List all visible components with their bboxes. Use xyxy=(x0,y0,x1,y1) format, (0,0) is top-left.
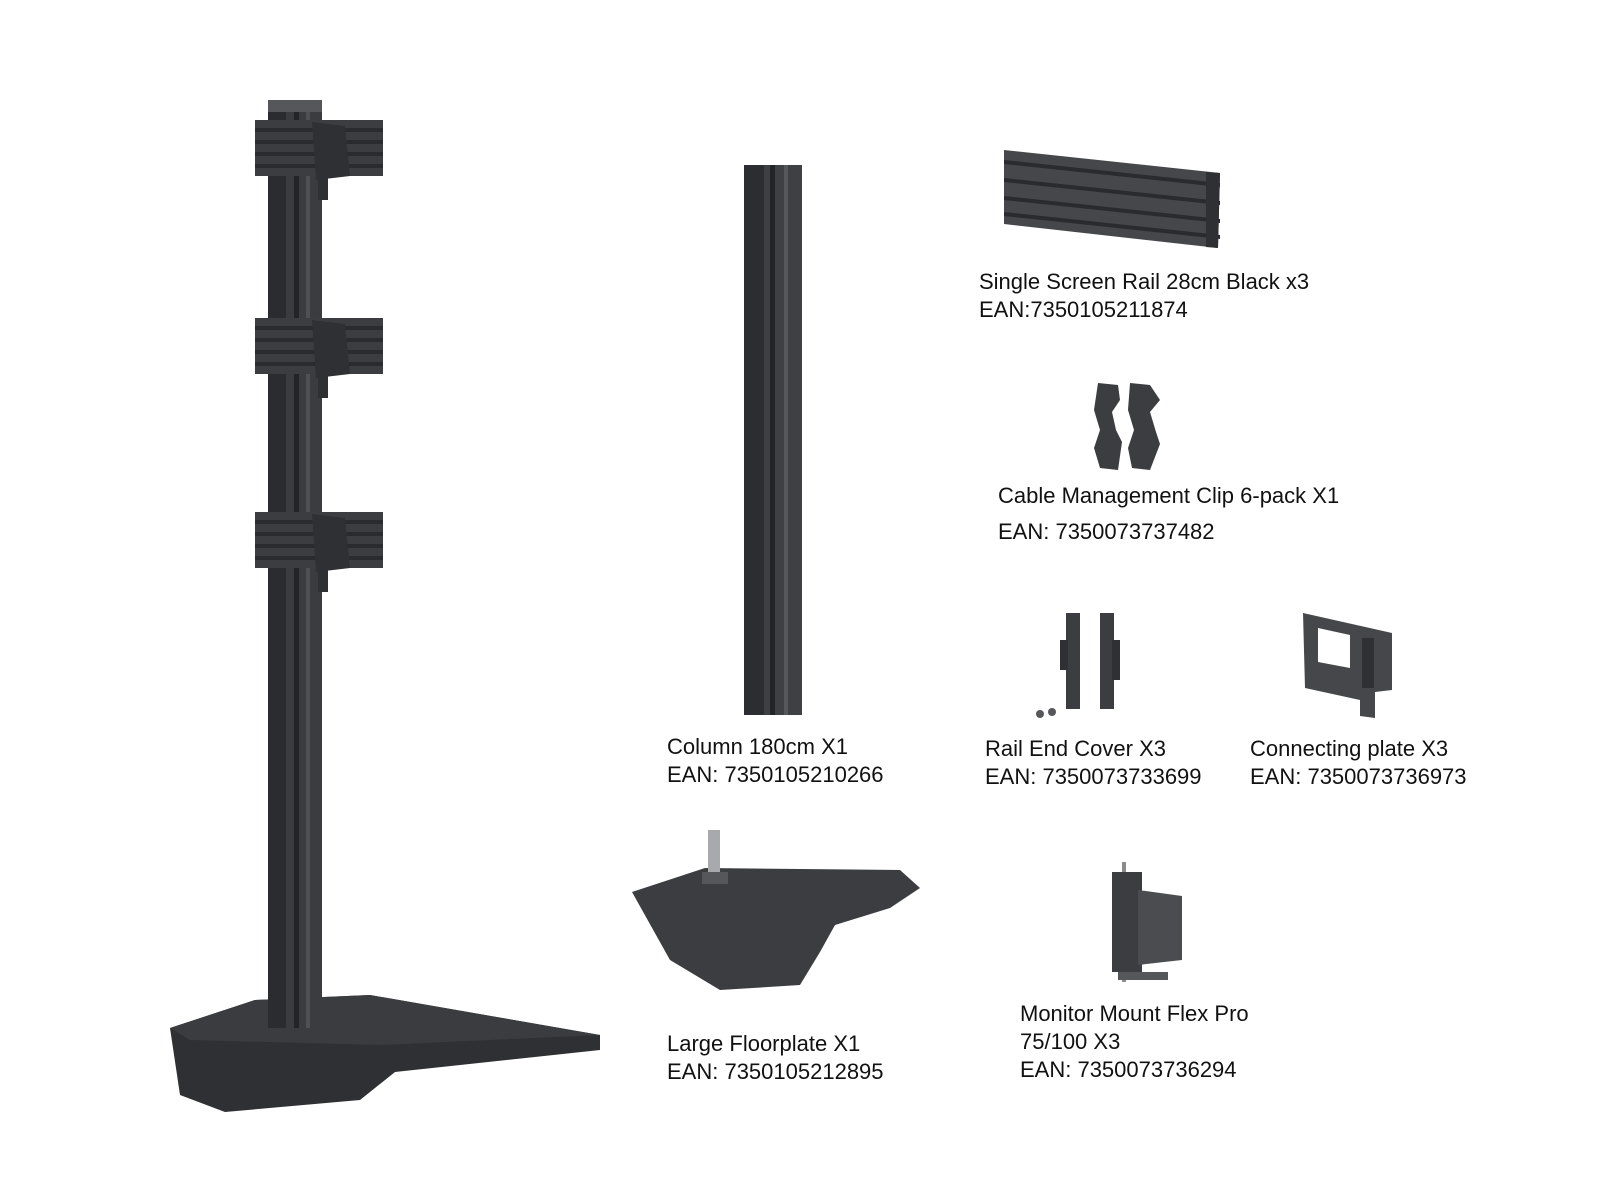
cable-clip-label: Cable Management Clip 6-pack X1 EAN: 735… xyxy=(998,482,1339,546)
rail-end-cover-ean: EAN: 7350073733699 xyxy=(985,764,1202,789)
floorplate-name: Large Floorplate X1 xyxy=(667,1031,861,1056)
monitor-mount-image xyxy=(1112,862,1182,982)
connecting-plate-name: Connecting plate X3 xyxy=(1250,736,1449,761)
connecting-plate-label: Connecting plate X3 EAN: 7350073736973 xyxy=(1250,735,1467,791)
cable-clip-ean: EAN: 7350073737482 xyxy=(998,519,1215,544)
floorplate-label: Large Floorplate X1 EAN: 7350105212895 xyxy=(667,1030,884,1086)
rail-ean: EAN:7350105211874 xyxy=(979,297,1188,322)
rail-label: Single Screen Rail 28cm Black x3 EAN:735… xyxy=(979,268,1309,324)
assembled-stand-image xyxy=(170,100,600,1112)
stand-mount-3 xyxy=(255,512,383,592)
rail-end-cover-name: Rail End Cover X3 xyxy=(985,736,1166,761)
column-label: Column 180cm X1 EAN: 7350105210266 xyxy=(667,733,884,789)
rail-end-cover-image xyxy=(1036,613,1120,718)
rail-image xyxy=(1004,150,1220,248)
connecting-plate-ean: EAN: 7350073736973 xyxy=(1250,764,1467,789)
cable-clip-image xyxy=(1094,383,1160,470)
column-image xyxy=(744,165,802,715)
monitor-mount-name: Monitor Mount Flex Pro xyxy=(1020,1001,1249,1026)
rail-name: Single Screen Rail 28cm Black x3 xyxy=(979,269,1310,294)
rail-end-cover-label: Rail End Cover X3 EAN: 7350073733699 xyxy=(985,735,1202,791)
column-name: Column 180cm X1 xyxy=(667,734,848,759)
stand-mount-2 xyxy=(255,318,383,398)
floorplate-image xyxy=(632,830,920,990)
floorplate-ean: EAN: 7350105212895 xyxy=(667,1059,884,1084)
column-ean: EAN: 7350105210266 xyxy=(667,762,884,787)
stand-mount-1 xyxy=(255,120,383,200)
monitor-mount-label: Monitor Mount Flex Pro 75/100 X3 EAN: 73… xyxy=(1020,1000,1249,1084)
connecting-plate-image xyxy=(1303,613,1392,718)
monitor-mount-name-line2: 75/100 X3 xyxy=(1020,1029,1121,1054)
cable-clip-name: Cable Management Clip 6-pack X1 xyxy=(998,483,1340,508)
monitor-mount-ean: EAN: 7350073736294 xyxy=(1020,1057,1237,1082)
